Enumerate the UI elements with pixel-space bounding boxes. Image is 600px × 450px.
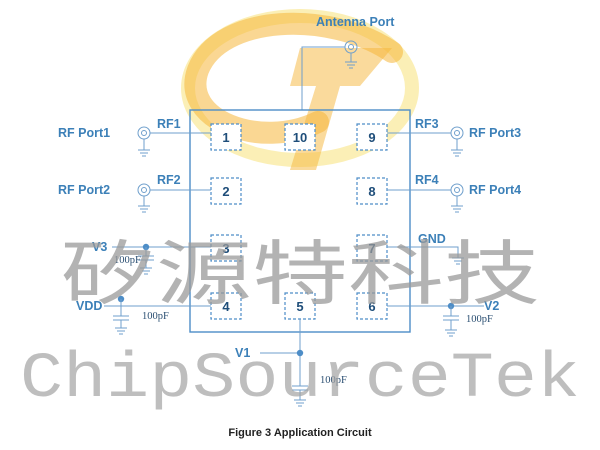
pad-8: 8: [356, 177, 388, 205]
vdd-ground-icon: [115, 327, 127, 335]
pad-7-number: 7: [368, 241, 375, 256]
rf-port2: RF Port2 RF2: [58, 173, 211, 213]
watermark-chinese: 矽源特科技: [60, 233, 540, 315]
v2-supply: V2 100pF: [387, 299, 499, 337]
rf-port3-ground-icon: [451, 149, 463, 157]
v3-net-label: V3: [92, 240, 107, 254]
pad-8-number: 8: [368, 184, 375, 199]
pad-6: 6: [356, 292, 388, 320]
pad-1-number: 1: [222, 130, 229, 145]
rf1-net-label: RF1: [157, 117, 181, 131]
antenna-connector-inner: [348, 44, 354, 50]
pad-1: 1: [210, 123, 242, 151]
v1-ground-icon: [294, 399, 306, 407]
pad-9-number: 9: [368, 130, 375, 145]
vdd-supply: VDD 100pF: [76, 295, 211, 335]
rf-port2-ground-icon: [138, 205, 150, 213]
v1-supply: V1 100pF: [235, 319, 347, 407]
gnd-connection: GND: [387, 232, 464, 265]
gnd-net-label: GND: [418, 232, 446, 246]
vdd-capacitor-value: 100pF: [142, 311, 169, 322]
rf-port1: RF Port1 RF1: [58, 117, 211, 157]
v1-net-label: V1: [235, 346, 250, 360]
pad-3-number: 3: [222, 241, 229, 256]
antenna-port-label: Antenna Port: [316, 15, 395, 29]
v3-capacitor-value: 100pF: [114, 255, 141, 266]
v2-capacitor: [443, 315, 459, 321]
antenna-port: Antenna Port: [301, 15, 395, 110]
pad-4-number: 4: [222, 299, 230, 314]
vdd-net-label: VDD: [76, 299, 102, 313]
v2-ground-icon: [445, 329, 457, 337]
v1-junction-dot: [296, 349, 304, 357]
pad-10: 10: [284, 123, 316, 151]
rf-port1-ground-icon: [138, 149, 150, 157]
watermark-english: ChipSourceTek: [20, 344, 580, 416]
rf-port3: RF3 RF Port3: [387, 117, 521, 157]
pad-2-number: 2: [222, 184, 229, 199]
antenna-ground-icon: [345, 61, 357, 69]
v1-capacitor-value: 100pF: [320, 375, 347, 386]
rf2-net-label: RF2: [157, 173, 181, 187]
gnd-ground-icon: [452, 257, 464, 265]
rf-port2-label: RF Port2: [58, 183, 110, 197]
v2-net-label: V2: [484, 299, 499, 313]
pad-10-number: 10: [293, 130, 307, 145]
pad-7: 7: [356, 234, 388, 262]
pad-2: 2: [210, 177, 242, 205]
rf4-net-label: RF4: [415, 173, 439, 187]
rf-port1-label: RF Port1: [58, 126, 110, 140]
v3-supply: V3 100pF: [92, 240, 211, 275]
rf-port4-ground-icon: [451, 205, 463, 213]
vdd-capacitor: [113, 315, 129, 321]
pad-5-number: 5: [296, 299, 303, 314]
rf-port4: RF4 RF Port4: [387, 173, 521, 213]
rf3-net-label: RF3: [415, 117, 439, 131]
rf-port4-label: RF Port4: [469, 183, 521, 197]
figure-caption: Figure 3 Application Circuit: [228, 427, 372, 439]
pad-3: 3: [210, 234, 242, 262]
pad-6-number: 6: [368, 299, 375, 314]
v2-capacitor-value: 100pF: [466, 314, 493, 325]
pad-9: 9: [356, 123, 388, 151]
pad-4: 4: [210, 292, 242, 320]
v3-ground-icon: [140, 267, 152, 275]
rf-port3-label: RF Port3: [469, 126, 521, 140]
